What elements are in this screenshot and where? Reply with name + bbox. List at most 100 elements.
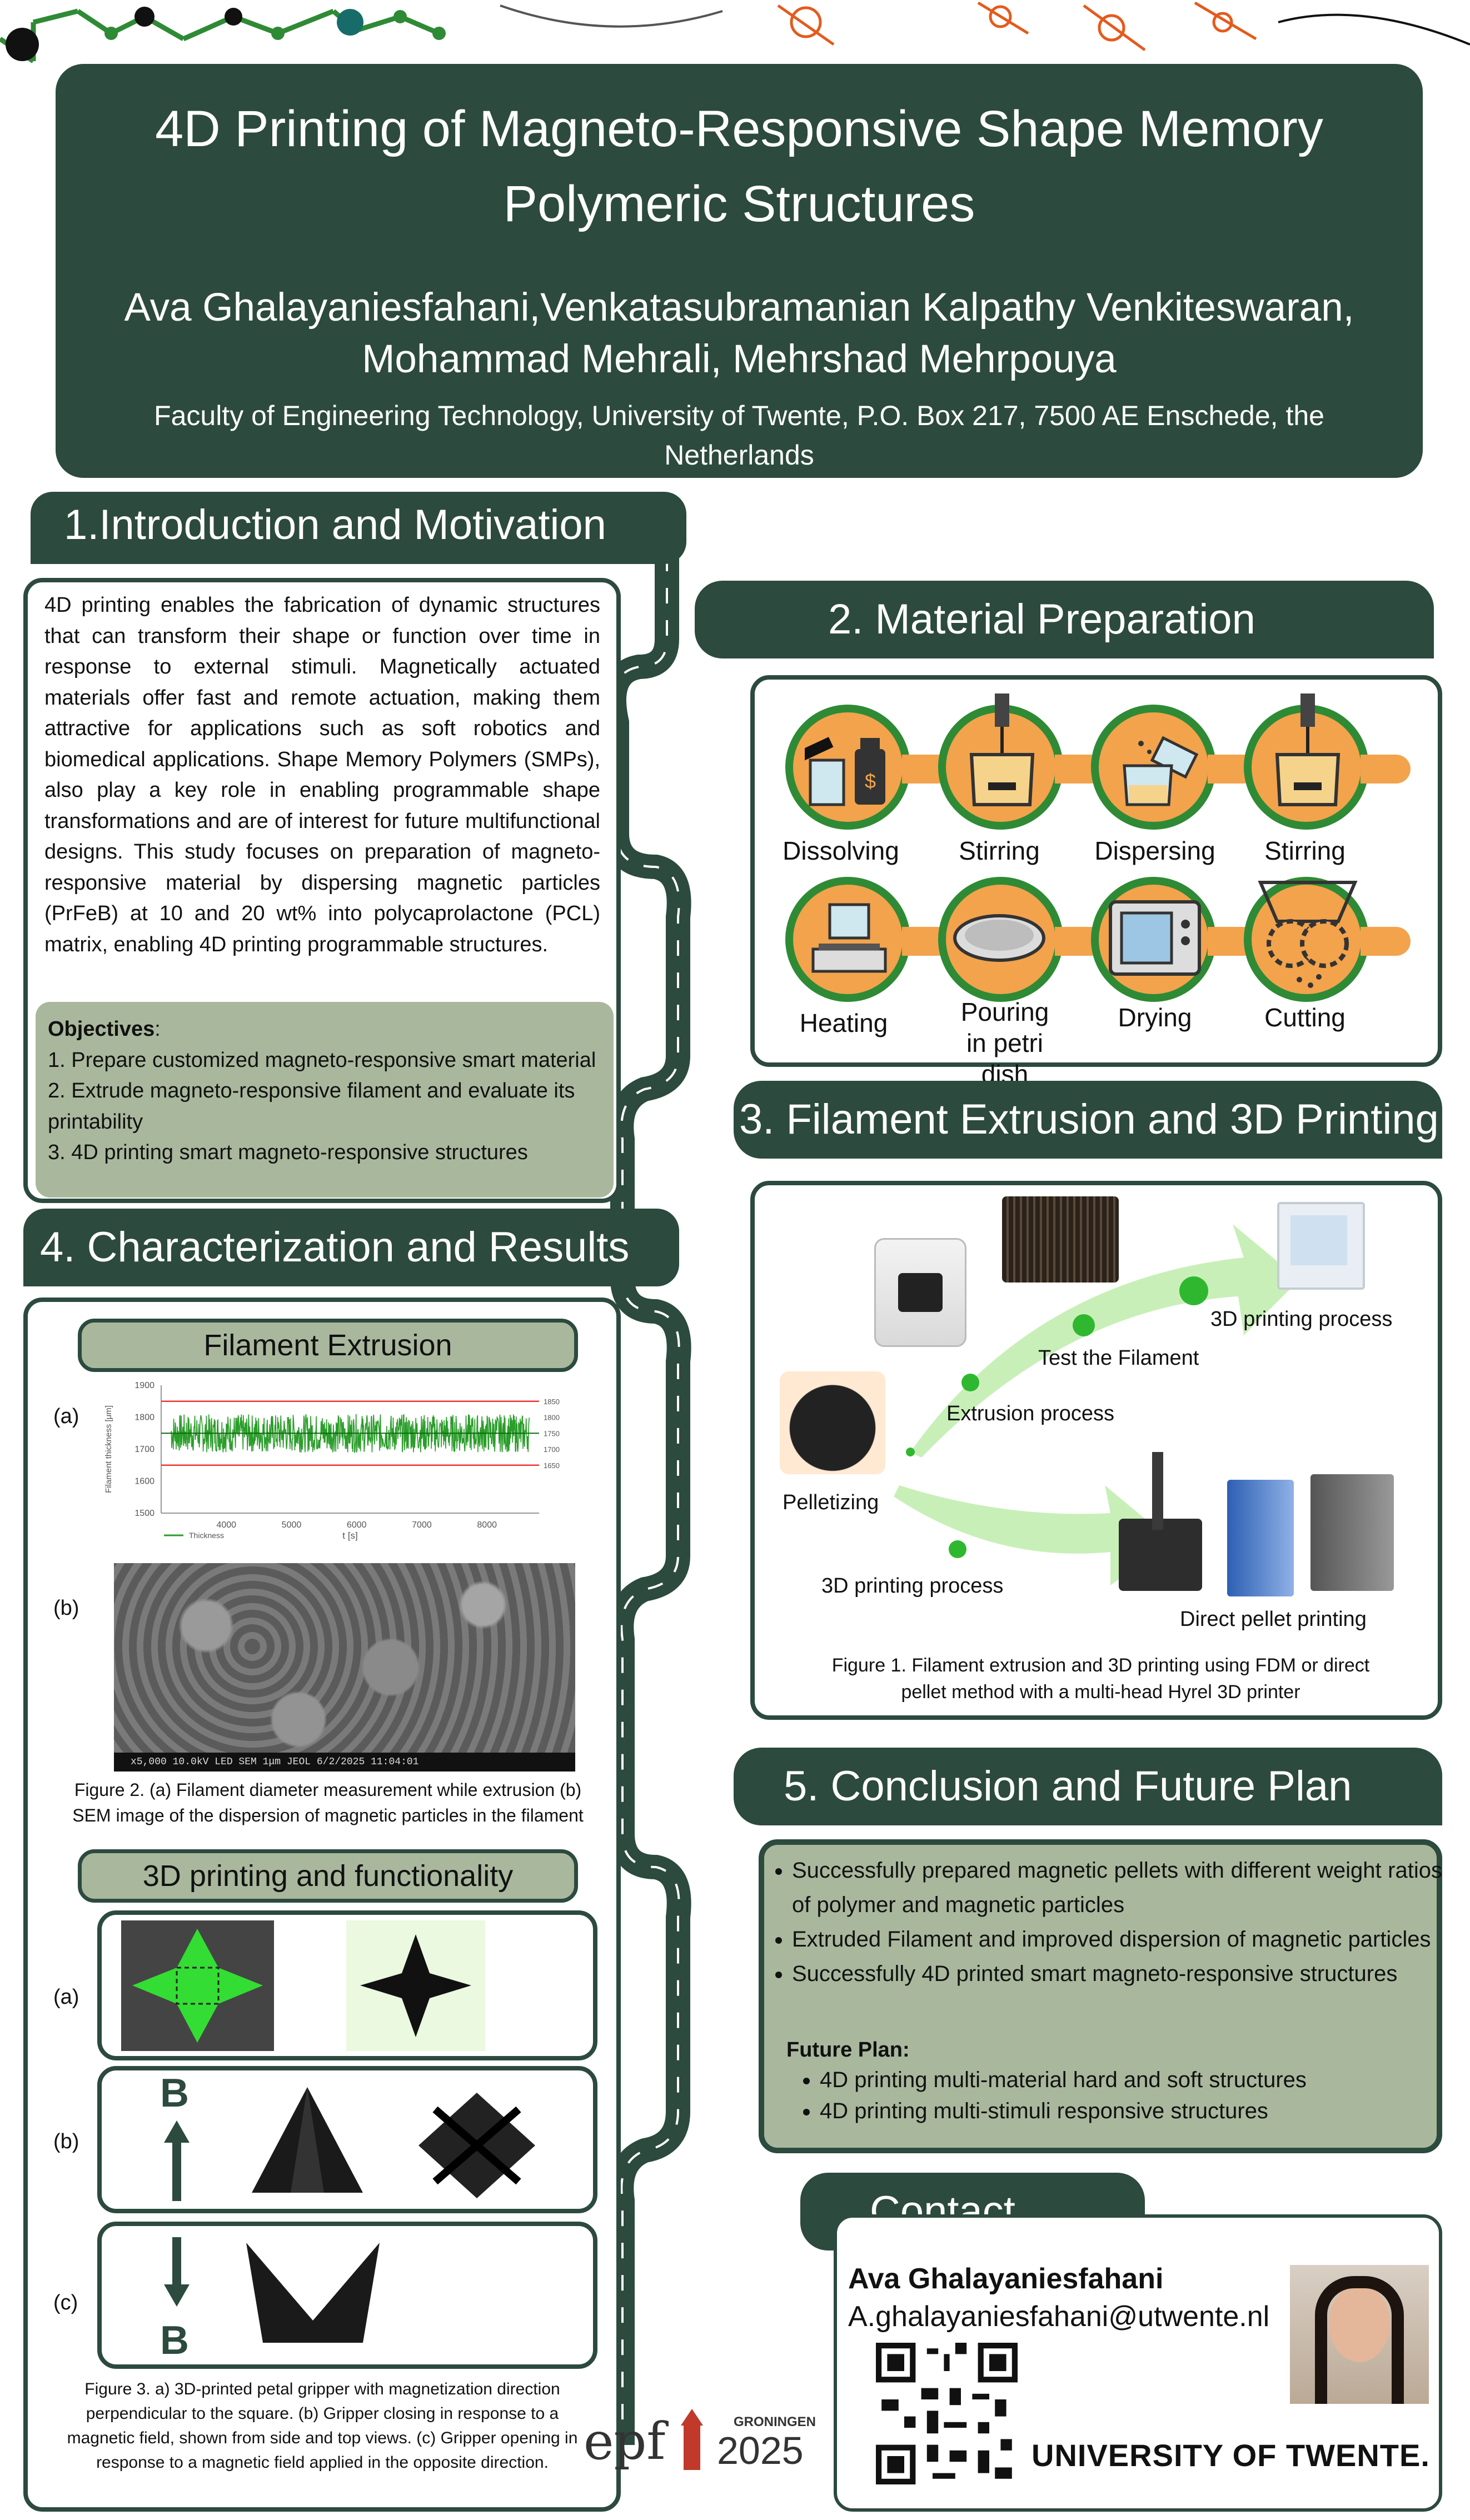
- label-direct-pellet: Direct pellet printing: [1180, 1608, 1367, 1631]
- contact-panel: Ava Ghalayaniesfahani A.ghalayaniesfahan…: [834, 2214, 1442, 2512]
- label-3a: (a): [53, 1985, 79, 2009]
- thickness-series-line: [170, 1414, 530, 1454]
- figure-2-caption: Figure 2. (a) Filament diameter measurem…: [72, 1780, 584, 1825]
- conclusion-panel: Successfully prepared magnetic pellets w…: [759, 1839, 1442, 2153]
- title-line-2: Polymeric Structures: [503, 176, 975, 232]
- conference-year: 2025: [717, 2429, 804, 2472]
- conclusion-list: Successfully prepared magnetic pellets w…: [764, 1853, 1442, 1991]
- objective-item: 3. 4D printing smart magneto-responsive …: [48, 1141, 528, 1164]
- authors-line-1: Ava Ghalayaniesfahani,Venkatasubramanian…: [124, 286, 1354, 330]
- section-conclusion-heading: 5. Conclusion and Future Plan: [734, 1748, 1442, 1825]
- objectives-title: Objectives: [48, 1017, 155, 1041]
- filament-spool-photo: [1002, 1196, 1119, 1283]
- hotplate-icon: [811, 903, 887, 973]
- section-results-heading: 4. Characterization and Results: [23, 1209, 679, 1286]
- conclusion-item: Successfully prepared magnetic pellets w…: [792, 1853, 1442, 1922]
- gripper-open-side: [246, 2243, 380, 2343]
- y-tick-label: 1900: [134, 1381, 155, 1390]
- right-tick-label: 1800: [544, 1414, 560, 1422]
- subheading-3d-functionality: 3D printing and functionality: [78, 1849, 578, 1903]
- label-printing-bottom: 3D printing process: [821, 1574, 1004, 1598]
- fdm-printer-photo: [1277, 1202, 1365, 1290]
- y-tick-label: 1600: [134, 1477, 155, 1486]
- conclusion-item: Successfully 4D printed smart magneto-re…: [792, 1957, 1442, 1991]
- printhead-photo-1: [1227, 1480, 1294, 1596]
- y-tick-label: 1500: [134, 1509, 155, 1518]
- label-2b: (b): [53, 1596, 79, 1620]
- x-tick-label: 4000: [216, 1520, 236, 1530]
- authors: Ava Ghalayaniesfahani,Venkatasubramanian…: [56, 282, 1423, 385]
- step-label: Dispersing: [1094, 836, 1215, 865]
- subheading-filament-extrusion: Filament Extrusion: [78, 1319, 578, 1372]
- step-cutting: [1244, 877, 1411, 1002]
- x-tick-label: 6000: [347, 1520, 367, 1530]
- label-3b: (b): [53, 2130, 79, 2153]
- step-dispersing: [1091, 705, 1258, 830]
- conclusion-item: Extruded Filament and improved dispersio…: [792, 1922, 1442, 1957]
- profile-photo: [1290, 2265, 1429, 2404]
- y-tick-label: 1800: [134, 1413, 155, 1423]
- flat-gripper-render: [121, 1920, 274, 2051]
- future-plan-title: Future Plan:: [786, 2038, 910, 2062]
- sem-image: x5,000 10.0kV LED SEM 1μm JEOL 6/2/2025 …: [114, 1563, 575, 1772]
- section-extrusion-heading: 3. Filament Extrusion and 3D Printing: [734, 1081, 1442, 1159]
- field-label-b-reversed: B: [160, 2318, 189, 2363]
- future-item: 4D printing multi-stimuli responsive str…: [820, 2095, 1307, 2127]
- affiliation: Faculty of Engineering Technology, Unive…: [154, 400, 1324, 471]
- section-material-heading: 2. Material Preparation: [695, 581, 1434, 658]
- university-logo: UNIVERSITY OF TWENTE.: [1032, 2438, 1430, 2473]
- extrusion-panel: 3D printing process Test the Filament Ex…: [750, 1181, 1442, 1720]
- label-2a: (a): [53, 1405, 79, 1428]
- x-tick-label: 5000: [282, 1520, 302, 1530]
- future-list: 4D printing multi-material hard and soft…: [792, 2064, 1307, 2127]
- decor-molecules: [0, 1, 1470, 63]
- objectives-title-row: Objectives:: [48, 1017, 161, 1041]
- black-star-shape: [360, 1934, 471, 2037]
- x-axis-label: t [s]: [342, 1530, 357, 1541]
- intro-text: 4D printing enables the fabrication of d…: [44, 593, 600, 956]
- future-item: 4D printing multi-material hard and soft…: [820, 2064, 1307, 2095]
- sem-info-bar: x5,000 10.0kV LED SEM 1μm JEOL 6/2/2025 …: [114, 1753, 575, 1772]
- contact-email[interactable]: A.ghalayaniesfahani@utwente.nl: [848, 2301, 1270, 2333]
- step-pouring: [938, 877, 1105, 1002]
- step-stirring-2: [1244, 693, 1411, 830]
- green-star-shape: [132, 1929, 263, 2043]
- material-panel: $ Dissolving Stirring Dispersing Stirrin…: [750, 675, 1442, 1089]
- label-extrusion: Extrusion process: [946, 1402, 1115, 1425]
- arrow-up-icon: [164, 2120, 190, 2201]
- figure-3c-box: B: [97, 2222, 597, 2369]
- right-tick-label: 1650: [544, 1461, 560, 1470]
- objective-item: 1. Prepare customized magneto-responsive…: [48, 1048, 596, 1072]
- step-tab: [1361, 927, 1411, 956]
- grinder-shape: [1258, 881, 1358, 988]
- mixer-icon: [969, 693, 1035, 806]
- contact-name: Ava Ghalayaniesfahani: [848, 2263, 1164, 2295]
- figure-3-caption: Figure 3. a) 3D-printed petal gripper wi…: [67, 2380, 578, 2472]
- title-line-1: 4D Printing of Magneto-Responsive Shape …: [155, 101, 1323, 157]
- poster-header: 4D Printing of Magneto-Responsive Shape …: [56, 64, 1423, 478]
- qr-code[interactable]: [876, 2343, 1018, 2484]
- pellets-photo: [780, 1371, 885, 1474]
- label-test-filament: Test the Filament: [1038, 1346, 1199, 1370]
- step-drying: [1091, 877, 1258, 1002]
- step-label: Drying: [1118, 1003, 1192, 1032]
- step-label: Stirring: [1264, 836, 1346, 865]
- hyrel-printer-photo: [1102, 1452, 1219, 1596]
- conference-logo: epf GRONINGEN 2025: [584, 2403, 823, 2487]
- step-tab: [1361, 755, 1411, 784]
- oven-shape: [1109, 900, 1201, 976]
- y-tick-label: 1700: [134, 1445, 155, 1454]
- right-tick-label: 1700: [544, 1445, 560, 1454]
- svg-text:$: $: [865, 770, 876, 792]
- step-label: Dissolving: [783, 836, 899, 865]
- x-tick-label: 8000: [477, 1520, 497, 1530]
- petri-dish-shape: [953, 914, 1045, 962]
- section-intro-heading: 1.Introduction and Motivation: [31, 492, 686, 564]
- gripper-closed-side: [252, 2087, 363, 2193]
- y-axis-label: Filament thickness [μm]: [104, 1405, 113, 1493]
- poster-title: 4D Printing of Magneto-Responsive Shape …: [56, 92, 1423, 242]
- process-arrows: [894, 1224, 1299, 1585]
- tower-icon: [681, 2409, 703, 2470]
